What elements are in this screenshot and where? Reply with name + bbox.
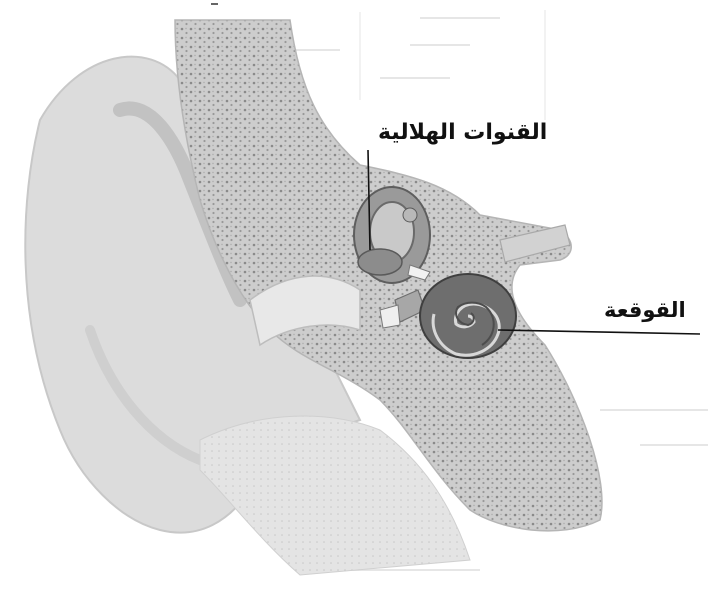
cochlea [420, 274, 516, 358]
semicircular-canals-label: القنوات الهلالية [378, 120, 547, 145]
cochlea-label: القوقعة [604, 298, 686, 322]
